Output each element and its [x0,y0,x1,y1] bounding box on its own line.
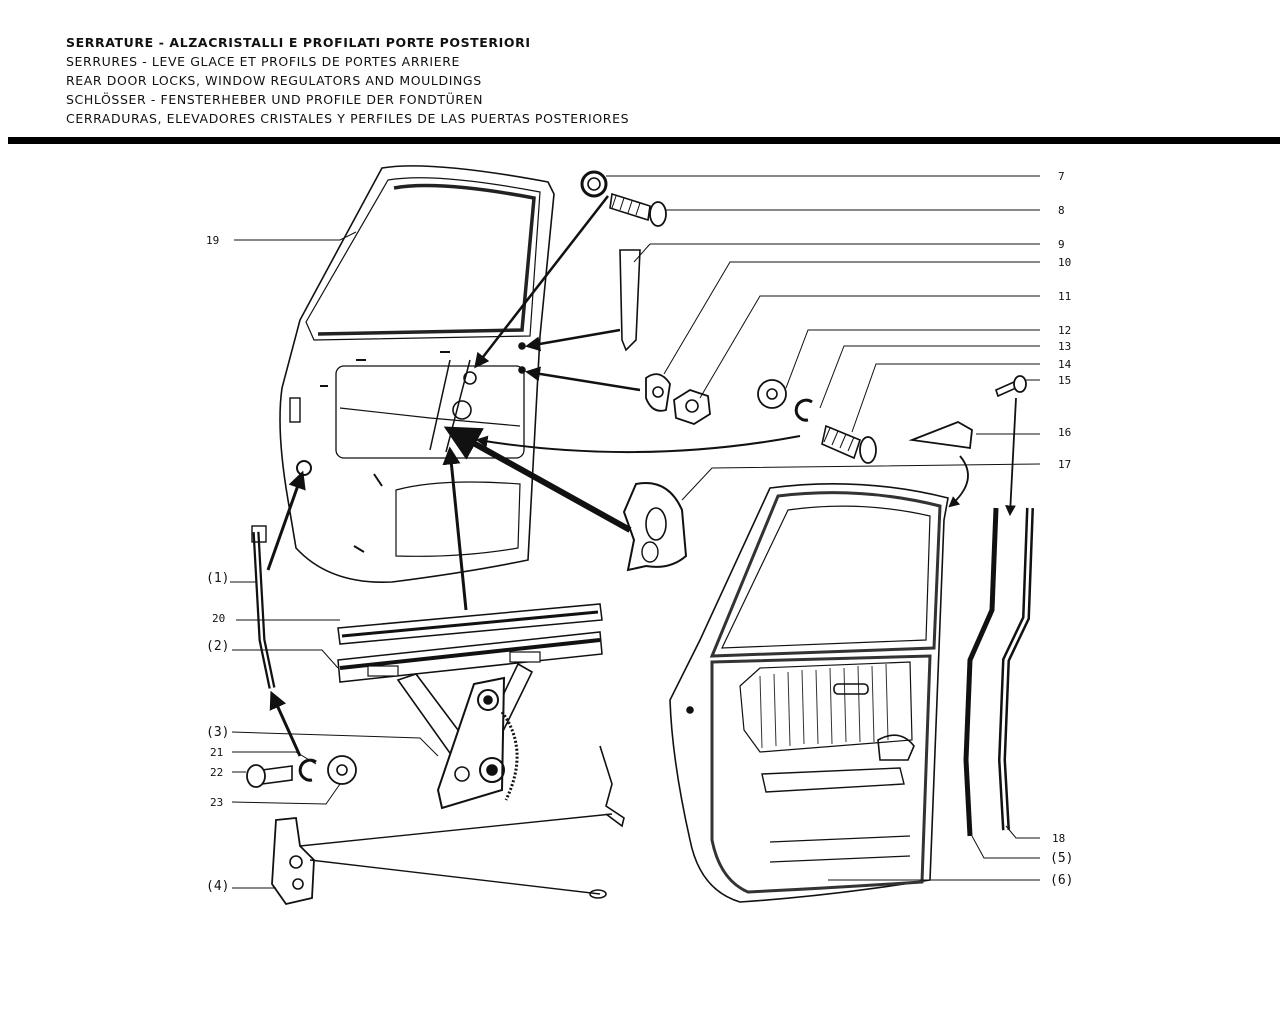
small-parts [246,170,1027,788]
callout-7: 7 [1058,170,1065,183]
callout-22: 22 [210,766,223,779]
title-english: REAR DOOR LOCKS, WINDOW REGULATORS AND M… [66,73,482,88]
moulding-strips [963,507,1034,837]
callout-labels: 7 8 9 10 11 12 13 14 15 16 17 18 (5) (6)… [206,170,1073,894]
callout-part-5: (5) [1050,851,1073,866]
header-rule [8,137,1280,144]
callout-part-2: (2) [206,639,229,654]
callout-14: 14 [1058,358,1072,371]
callout-20: 20 [212,612,225,625]
door-trimmed [669,482,949,903]
title-german: SCHLÖSSER - FENSTERHEBER UND PROFILE DER… [66,92,484,107]
callout-18: 18 [1052,832,1065,845]
callout-part-6: (6) [1050,873,1073,888]
callout-part-1: (1) [206,571,229,586]
title-italian: SERRATURE - ALZACRISTALLI E PROFILATI PO… [66,35,531,50]
callout-10: 10 [1058,256,1071,269]
callout-15: 15 [1058,374,1071,387]
assembly-arrows [266,195,1017,757]
callout-23: 23 [210,796,223,809]
lock-assembly [271,745,625,906]
callout-12: 12 [1058,324,1071,337]
guide-channel [251,525,276,689]
title-spanish: CERRADURAS, ELEVADORES CRISTALES Y PERFI… [66,111,630,126]
callout-19: 19 [206,234,219,247]
title-block: SERRATURE - ALZACRISTALLI E PROFILATI PO… [66,33,629,128]
leader-lines [230,175,1041,889]
callout-11: 11 [1058,290,1071,303]
callout-21: 21 [210,746,223,759]
callout-13: 13 [1058,340,1071,353]
callout-part-3: (3) [206,725,229,740]
callout-16: 16 [1058,426,1071,439]
callout-9: 9 [1058,238,1065,251]
callout-part-4: (4) [206,879,229,894]
glass-channels [337,603,603,683]
callout-8: 8 [1058,204,1065,217]
title-french: SERRURES - LEVE GLACE ET PROFILS DE PORT… [66,54,460,69]
window-regulator [396,662,534,810]
callout-17: 17 [1058,458,1071,471]
door-inner-panel [279,165,555,584]
